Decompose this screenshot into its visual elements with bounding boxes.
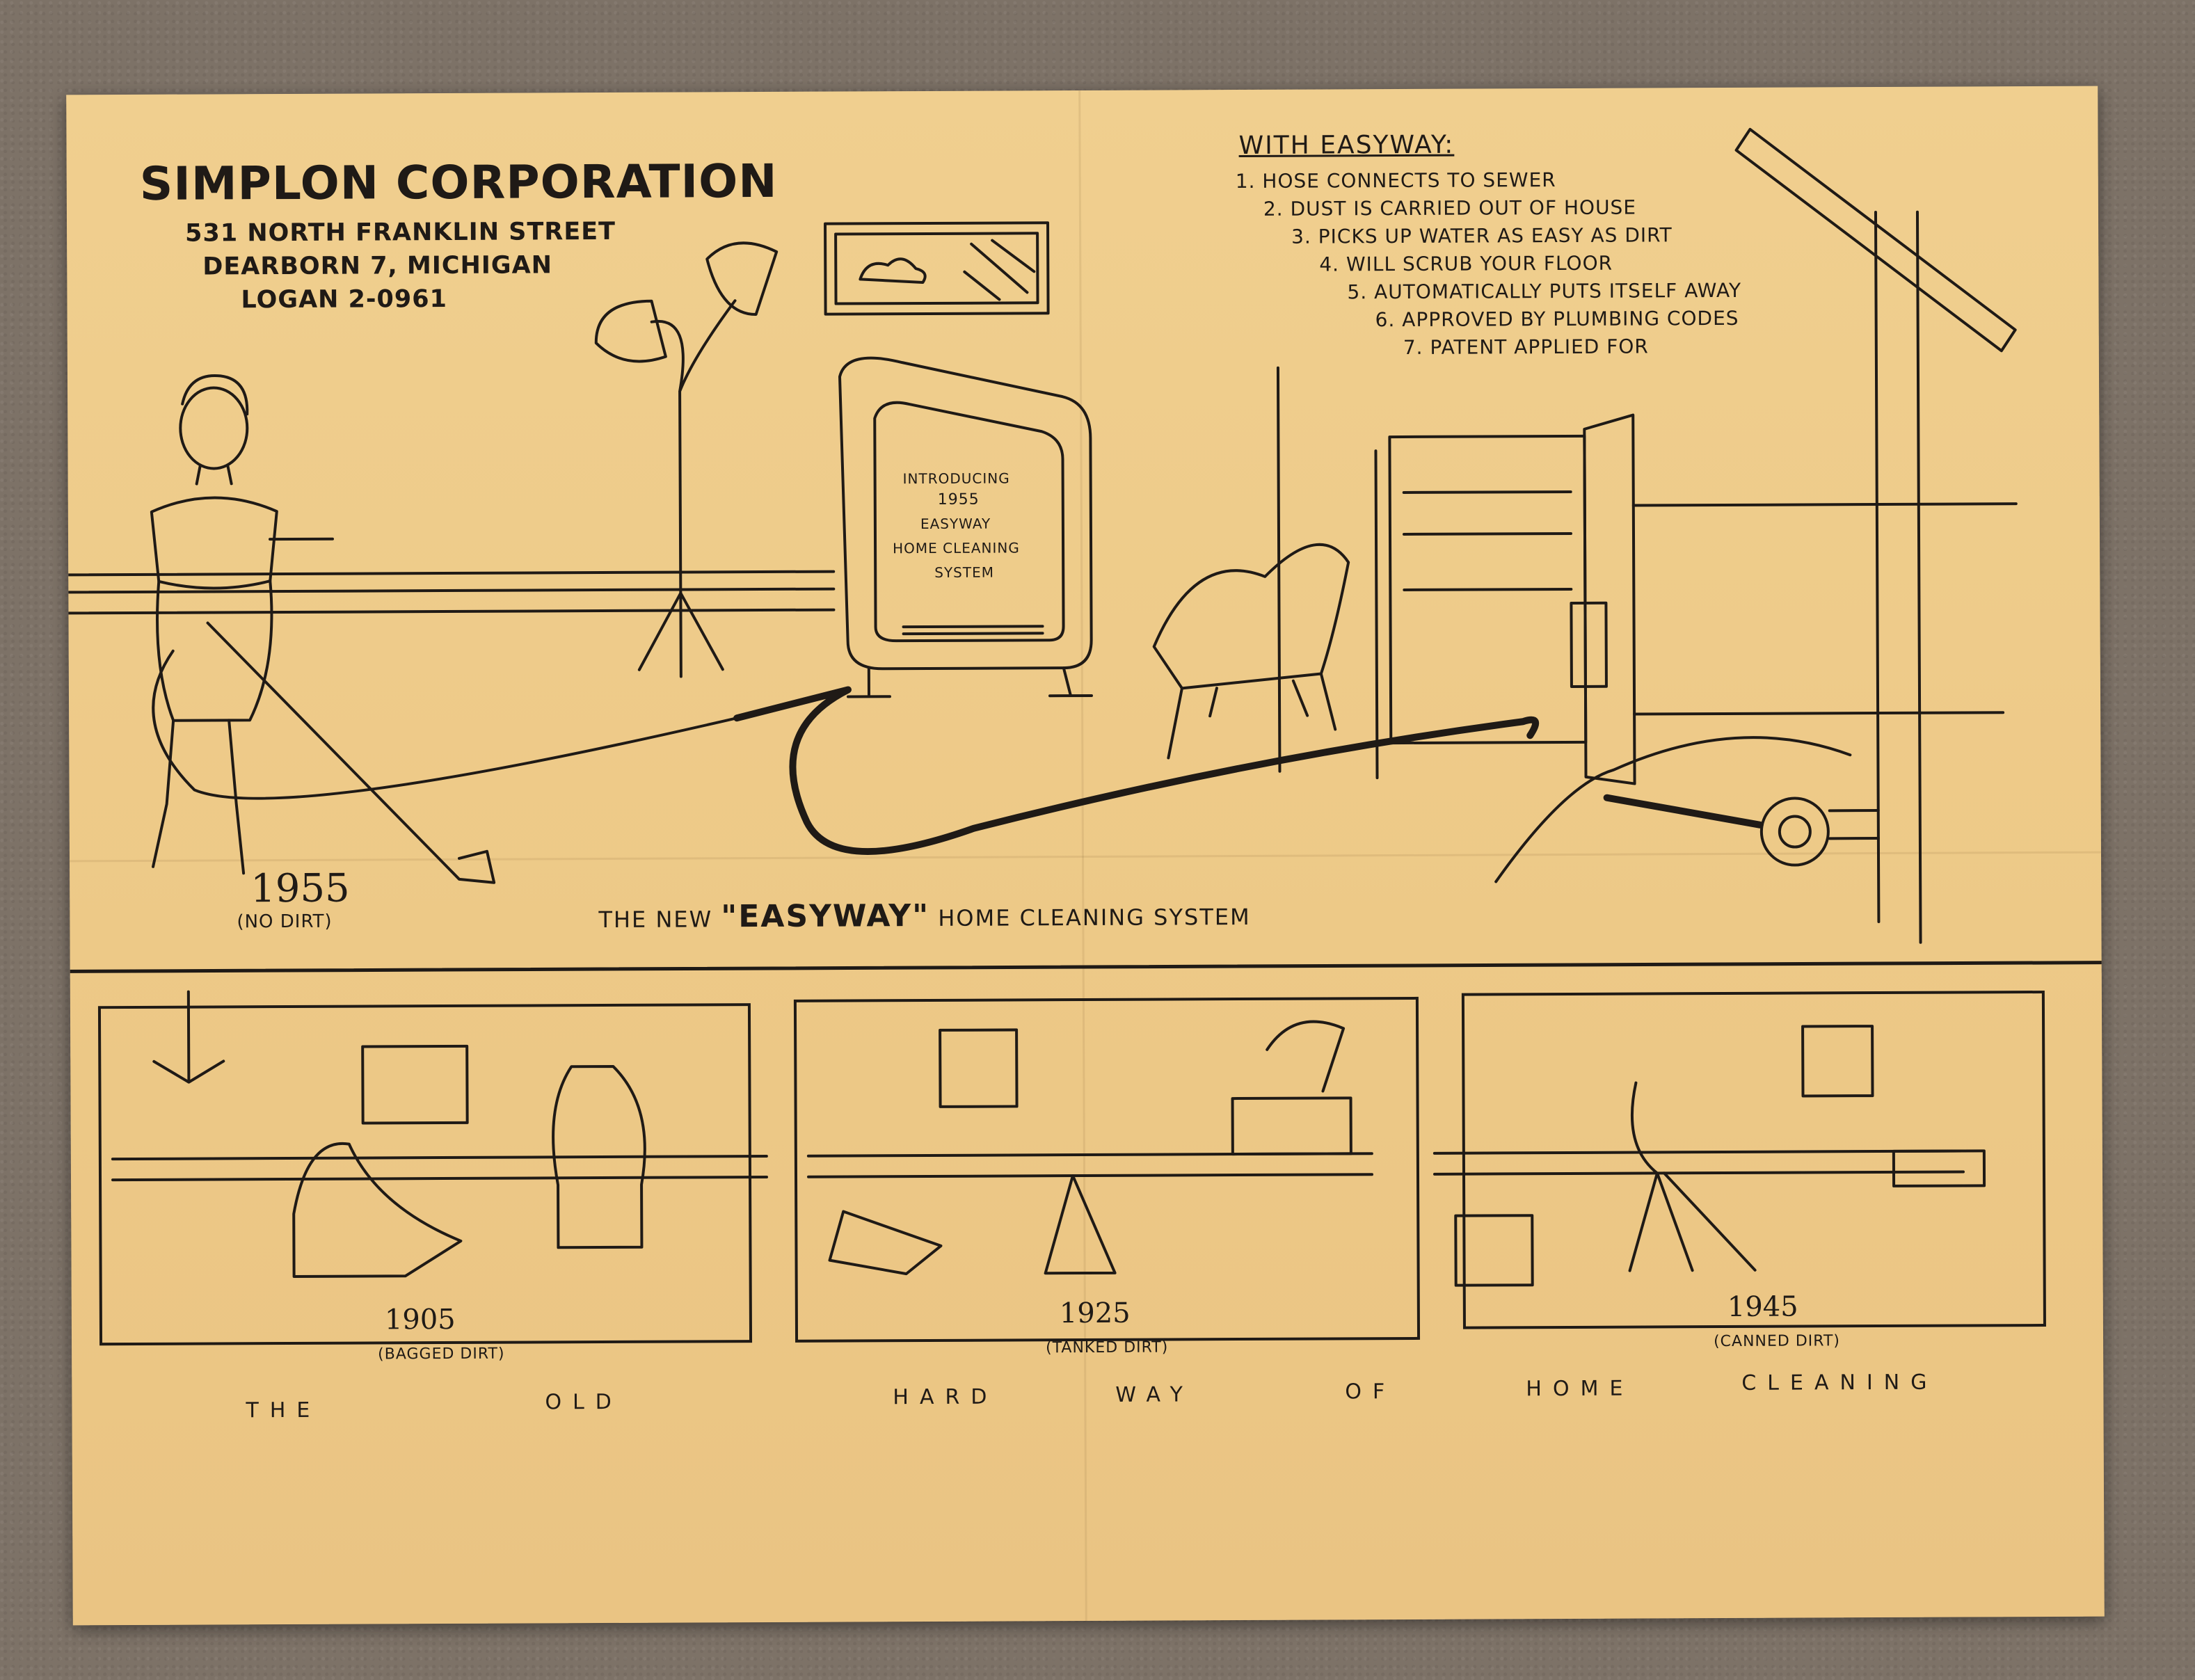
cabinet-sign-line-4: HOME CLEANING xyxy=(893,539,1020,557)
lounge-chair xyxy=(1152,543,1350,760)
company-city: DEARBORN 7, MICHIGAN xyxy=(202,251,553,281)
wall-trim-lines xyxy=(67,570,836,615)
panel-1925-year: 1925 xyxy=(1059,1297,1131,1330)
bottom-word-old: OLD xyxy=(545,1389,623,1415)
headline-prefix: THE NEW xyxy=(598,906,713,934)
panel-1925 xyxy=(793,996,1421,1343)
feature-item-7: 7. PATENT APPLIED FOR xyxy=(1403,335,1649,359)
panel-1945-caption: (CANNED DIRT) xyxy=(1714,1332,1840,1351)
company-phone: LOGAN 2-0961 xyxy=(241,285,447,314)
bottom-word-way: WAY xyxy=(1115,1382,1195,1407)
floor-lamp xyxy=(594,241,779,678)
panel-1945 xyxy=(1461,990,2046,1329)
feature-item-2: 2. DUST IS CARRIED OUT OF HOUSE xyxy=(1263,195,1637,221)
cabinet-sign-line-5: SYSTEM xyxy=(934,563,994,581)
headline-suffix: HOME CLEANING SYSTEM xyxy=(938,903,1251,931)
feature-item-4: 4. WILL SCRUB YOUR FLOOR xyxy=(1319,251,1613,276)
panel-1945-art xyxy=(1432,1025,1986,1287)
panel-1905-art xyxy=(111,990,769,1278)
easyway-cabinet xyxy=(838,356,1093,698)
feature-item-5: 5. AUTOMATICALLY PUTS ITSELF AWAY xyxy=(1347,278,1742,304)
company-street: 531 NORTH FRANKLIN STREET xyxy=(184,217,616,248)
closet-doorway xyxy=(1276,366,2018,785)
advertisement-sheet: SIMPLON CORPORATION 531 NORTH FRANKLIN S… xyxy=(66,86,2105,1626)
cabinet-sign-line-1: INTRODUCING xyxy=(902,470,1010,488)
bottom-word-hard: HARD xyxy=(893,1384,998,1410)
panel-1905 xyxy=(97,1003,753,1346)
sewer-pipe xyxy=(1494,127,2017,944)
bottom-word-home: HOME xyxy=(1526,1376,1634,1402)
main-year: 1955 xyxy=(250,865,350,912)
headline-brand: "EASYWAY" xyxy=(721,897,930,935)
main-year-caption: (NO DIRT) xyxy=(237,911,333,933)
panel-1925-art xyxy=(806,1020,1374,1276)
panel-1905-caption: (BAGGED DIRT) xyxy=(378,1345,505,1363)
cabinet-sign-line-3: EASYWAY xyxy=(920,515,991,533)
feature-item-6: 6. APPROVED BY PLUMBING CODES xyxy=(1375,306,1739,332)
cabinet-sign-line-2: 1955 xyxy=(937,490,980,509)
features-title: WITH EASYWAY: xyxy=(1238,130,1455,161)
woman-1955-figure xyxy=(150,374,739,884)
section-divider xyxy=(68,961,2104,973)
illustration-artwork xyxy=(67,127,2104,1287)
bottom-word-the: THE xyxy=(246,1398,321,1423)
panel-1925-caption: (TANKED DIRT) xyxy=(1046,1338,1169,1357)
panel-1905-year: 1905 xyxy=(384,1303,456,1336)
company-name: SIMPLON CORPORATION xyxy=(139,154,778,211)
bottom-word-cleaning: CLEANING xyxy=(1741,1370,1938,1395)
bottom-word-of: OF xyxy=(1345,1379,1396,1405)
panel-1945-year: 1945 xyxy=(1727,1290,1798,1323)
wall-picture-frame xyxy=(824,221,1050,316)
feature-item-1: 1. HOSE CONNECTS TO SEWER xyxy=(1235,168,1556,193)
feature-item-3: 3. PICKS UP WATER AS EASY AS DIRT xyxy=(1291,223,1673,248)
vacuum-hose xyxy=(733,686,1540,856)
main-headline: THE NEW "EASYWAY" HOME CLEANING SYSTEM xyxy=(598,897,1250,935)
